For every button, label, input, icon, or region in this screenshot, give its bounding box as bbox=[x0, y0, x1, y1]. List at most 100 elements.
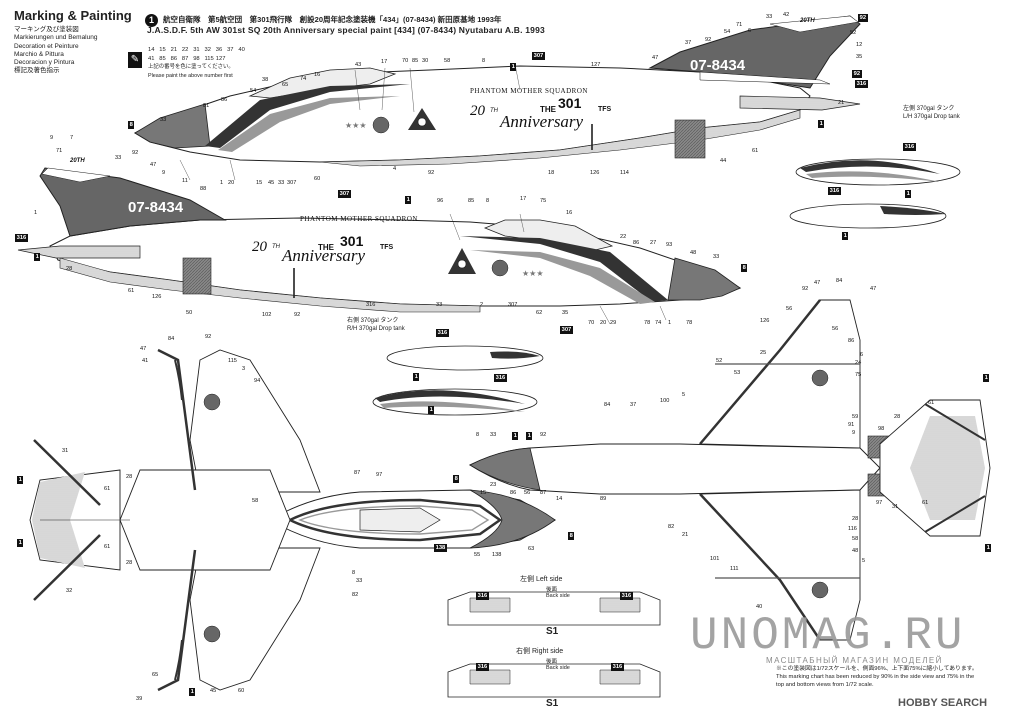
callout-number: 22 bbox=[620, 234, 627, 240]
right-side-en: Right side bbox=[531, 648, 564, 655]
callout-number: 52 bbox=[850, 30, 857, 36]
right-side-profile: ★★★ bbox=[17, 167, 742, 313]
callout-number: 126 bbox=[152, 294, 162, 300]
callout-number: 3 bbox=[242, 366, 246, 372]
callout-number: 28 bbox=[126, 560, 133, 566]
callout-number: 89 bbox=[600, 496, 607, 502]
footnote-en-2: top and bottom views from 1/72 scale. bbox=[776, 681, 874, 688]
callout-number: 30 bbox=[422, 58, 429, 64]
callout-number: 1 bbox=[34, 210, 38, 216]
callout-number: 14 bbox=[556, 496, 563, 502]
callout-number: 8 bbox=[486, 198, 490, 204]
callout-number: 114 bbox=[620, 170, 629, 176]
paint-note-jp: 上記の番号を色に塗ってください。 bbox=[148, 64, 234, 71]
pen-icon: ✎ bbox=[128, 52, 142, 68]
ref-box: 1 bbox=[818, 120, 825, 129]
scale-footnote: ※この塗装図は1/72スケールを、側面96%、上下面75%に縮小してあります。 … bbox=[776, 666, 978, 689]
left-side-profile: ★★★ bbox=[133, 15, 861, 167]
callout-number: 16 bbox=[566, 210, 573, 216]
callout-number: 40 bbox=[756, 604, 763, 610]
callout-number: 65 bbox=[152, 672, 159, 678]
callout-number: 56 bbox=[832, 326, 839, 332]
footnote-jp: ※この塗装図は1/72スケールを、側面96%、上下面75%に縮小してあります。 bbox=[776, 666, 978, 672]
ref-box: 1 bbox=[405, 196, 412, 205]
callout-number: 86 bbox=[510, 490, 517, 496]
callout-number: 61 bbox=[752, 148, 759, 154]
ref-box: 1 bbox=[428, 406, 435, 415]
ref-box: 1 bbox=[189, 688, 196, 697]
watermark: UNOMAG.RU bbox=[690, 610, 966, 662]
callout-number: 126 bbox=[590, 170, 600, 176]
callout-number: 11 bbox=[182, 178, 188, 184]
callout-number: 9 bbox=[50, 135, 54, 141]
right-side-jp: 右側 bbox=[516, 648, 530, 655]
callout-number: 31 bbox=[62, 448, 69, 454]
callout-number: 92 bbox=[705, 37, 712, 43]
scheme-number-badge: 1 bbox=[145, 14, 158, 27]
ref-box: 8 bbox=[568, 532, 575, 541]
callout-number: 84 bbox=[604, 402, 611, 408]
callout-number: 111 bbox=[730, 566, 739, 572]
lh-tank-label-en: L/H 370gal Drop tank bbox=[903, 113, 960, 120]
tail-badge-left: 20TH bbox=[800, 18, 815, 24]
lang-fr: Decoration et Peinture bbox=[14, 42, 79, 50]
callout-number: 71 bbox=[56, 148, 63, 154]
s1-label-left: S1 bbox=[546, 626, 559, 637]
drop-tanks bbox=[372, 158, 961, 416]
callout-number: 20 bbox=[228, 180, 235, 186]
callout-number: 87 bbox=[540, 490, 547, 496]
callout-number: 5 bbox=[862, 558, 866, 564]
callout-number: 43 bbox=[355, 62, 362, 68]
callout-number: 98 bbox=[878, 426, 885, 432]
ref-box: 316 bbox=[828, 187, 841, 196]
anniv-word-right: Anniversary bbox=[282, 246, 366, 265]
callout-number: 92 bbox=[132, 150, 139, 156]
callout-number: 7 bbox=[70, 135, 74, 141]
callout-number: 61 bbox=[922, 500, 929, 506]
ref-box: 316 bbox=[855, 80, 868, 89]
ref-box: 316 bbox=[476, 663, 489, 672]
ref-box: 316 bbox=[436, 329, 449, 338]
callout-number: 2 bbox=[480, 302, 484, 308]
callout-number: 24 bbox=[855, 360, 862, 366]
ref-box: 92 bbox=[858, 14, 868, 23]
callout-number: 35 bbox=[562, 310, 569, 316]
callout-number: 33 bbox=[436, 302, 443, 308]
s1-label-right: S1 bbox=[546, 698, 559, 709]
tfs-text-right: TFS bbox=[380, 244, 394, 251]
callout-number: 116 bbox=[848, 526, 857, 532]
callout-number: 60 bbox=[238, 688, 245, 694]
ref-box: 1 bbox=[983, 374, 990, 383]
right-side-label: 右側 Right side bbox=[516, 646, 563, 656]
callout-number: 15 bbox=[480, 490, 487, 496]
ref-box: 1 bbox=[413, 373, 420, 382]
left-side-en: Left side bbox=[535, 576, 563, 583]
ref-box: 316 bbox=[620, 592, 633, 601]
anniv-sup-left: TH bbox=[490, 108, 498, 114]
language-titles: マーキング及び塗装図 Markierungen und Bemalung Dec… bbox=[14, 26, 97, 76]
callout-number: 1 bbox=[220, 180, 224, 186]
ref-box: 1 bbox=[985, 544, 992, 553]
callout-number: 101 bbox=[710, 556, 720, 562]
page-title: Marking & Painting bbox=[14, 8, 132, 23]
callout-number: 75 bbox=[540, 198, 547, 204]
ref-box: 316 bbox=[903, 143, 916, 152]
ref-box: 138 bbox=[434, 544, 447, 553]
callout-number: 88 bbox=[200, 186, 207, 192]
top-view bbox=[29, 348, 557, 692]
callout-number: 16 bbox=[314, 72, 321, 78]
footnote-en-1: This marking chart has been reduced by 9… bbox=[776, 673, 975, 680]
left-side-label: 左側 Left side bbox=[520, 574, 562, 584]
callout-number: 23 bbox=[490, 482, 497, 488]
callout-number: 18 bbox=[548, 170, 555, 176]
callout-number: 33 bbox=[766, 14, 773, 20]
ref-box: 92 bbox=[852, 70, 862, 79]
callout-number: 29 bbox=[610, 320, 617, 326]
callout-number: 25 bbox=[760, 350, 767, 356]
callout-number: 4 bbox=[393, 166, 397, 172]
rh-tank-label-jp: 右側 370gal タンク bbox=[347, 318, 399, 324]
callout-number: 74 bbox=[300, 76, 307, 82]
bottom-view bbox=[468, 299, 991, 641]
callout-number: 87 bbox=[354, 470, 361, 476]
